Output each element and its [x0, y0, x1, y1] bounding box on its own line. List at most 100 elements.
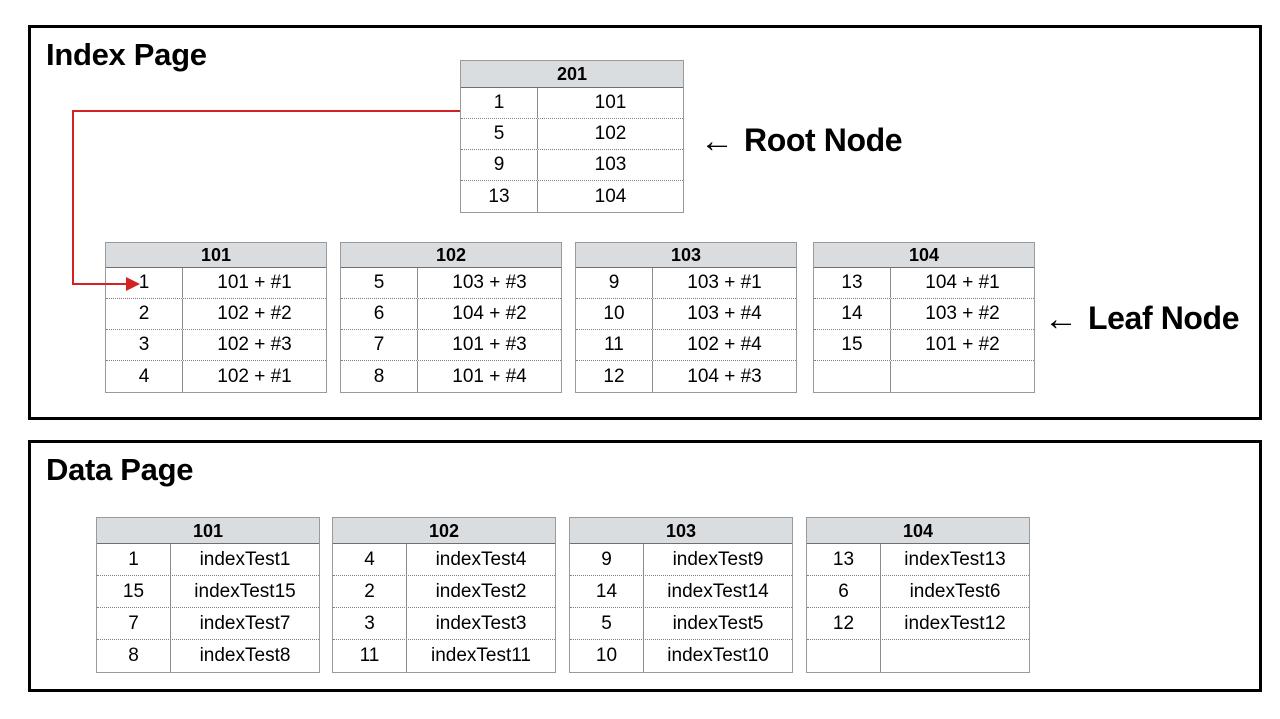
table-row: 9 indexTest9 [570, 544, 792, 576]
row-key: 9 [461, 150, 538, 180]
table-row: 3 indexTest3 [333, 608, 555, 640]
row-key: 13 [461, 181, 538, 212]
row-value [881, 640, 1029, 672]
data-node-body: 13 indexTest13 6 indexTest6 12 indexTest… [807, 544, 1029, 672]
table-row: 5 103 + #3 [341, 268, 561, 299]
row-key: 11 [576, 330, 653, 360]
row-key: 3 [106, 330, 183, 360]
row-key: 4 [106, 361, 183, 392]
row-value: 104 + #3 [687, 365, 762, 387]
table-row: 11 indexTest11 [333, 640, 555, 672]
row-key: 7 [97, 608, 171, 639]
table-row: 1 101 [461, 88, 683, 119]
table-row: 13 104 [461, 181, 683, 212]
index-page-title: Index Page [46, 37, 207, 72]
table-row: 10 103 + #4 [576, 299, 796, 330]
row-key: 13 [807, 544, 881, 575]
row-value: 103 + #2 [925, 303, 1000, 324]
table-row: 7 101 + #3 [341, 330, 561, 361]
row-key: 2 [333, 576, 407, 607]
data-page-title: Data Page [46, 452, 194, 487]
table-row: 6 104 + #2 [341, 299, 561, 330]
row-key: 10 [570, 640, 644, 672]
row-value: 102 + #4 [687, 334, 762, 355]
data-node-body: 9 indexTest9 14 indexTest14 5 indexTest5… [570, 544, 792, 672]
row-key: 14 [814, 299, 891, 329]
root-node-header: 201 [461, 61, 683, 88]
row-key: 10 [576, 299, 653, 329]
data-node-header: 102 [333, 518, 555, 544]
row-key: 5 [570, 608, 644, 639]
row-key: 2 [106, 299, 183, 329]
leaf-node-header: 103 [576, 243, 796, 268]
row-value: indexTest8 [199, 645, 291, 666]
row-value: 102 + #1 [217, 365, 292, 387]
row-value: indexTest15 [194, 580, 296, 602]
row-value: 102 + #2 [217, 303, 292, 324]
table-row: 12 indexTest12 [807, 608, 1029, 640]
row-value: indexTest4 [435, 548, 527, 570]
row-key: 7 [341, 330, 418, 360]
row-value: indexTest1 [199, 548, 291, 570]
row-key: 9 [576, 268, 653, 298]
row-value: indexTest6 [909, 580, 1001, 602]
table-row: 12 104 + #3 [576, 361, 796, 392]
row-key: 14 [570, 576, 644, 607]
row-value: 101 + #3 [452, 334, 527, 355]
row-key: 1 [106, 268, 183, 298]
row-key: 4 [333, 544, 407, 575]
row-value: indexTest10 [667, 645, 769, 666]
data-node-body: 1 indexTest1 15 indexTest15 7 indexTest7… [97, 544, 319, 672]
table-row: 4 indexTest4 [333, 544, 555, 576]
row-value: 101 + #1 [217, 272, 292, 293]
row-key: 11 [333, 640, 407, 672]
row-value: 101 [594, 92, 627, 113]
table-row: 5 102 [461, 119, 683, 150]
data-node-header: 104 [807, 518, 1029, 544]
root-node-table: 201 1 101 5 102 9 103 13 104 [460, 60, 684, 213]
leaf-node-header: 102 [341, 243, 561, 268]
row-key: 6 [807, 576, 881, 607]
row-key: 12 [807, 608, 881, 639]
root-node-callout: ← Root Node [700, 122, 903, 159]
data-node-104-table: 104 13 indexTest13 6 indexTest6 12 index… [806, 517, 1030, 673]
leaf-node-header: 101 [106, 243, 326, 268]
row-value: 104 + #1 [925, 272, 1000, 293]
data-node-101-table: 101 1 indexTest1 15 indexTest15 7 indexT… [96, 517, 320, 673]
table-row: 14 indexTest14 [570, 576, 792, 608]
table-row [807, 640, 1029, 672]
table-row: 10 indexTest10 [570, 640, 792, 672]
row-key: 1 [461, 88, 538, 118]
row-value: 101 + #4 [452, 365, 527, 387]
table-row: 4 102 + #1 [106, 361, 326, 392]
leaf-node-104-table: 104 13 104 + #1 14 103 + #2 15 101 + #2 [813, 242, 1035, 393]
row-key: 8 [97, 640, 171, 672]
row-value: indexTest11 [431, 645, 531, 666]
row-value: indexTest2 [435, 580, 527, 602]
row-key: 5 [461, 119, 538, 149]
leaf-node-103-table: 103 9 103 + #1 10 103 + #4 11 102 + #4 1… [575, 242, 797, 393]
row-value: indexTest3 [435, 612, 527, 634]
leaf-node-102-table: 102 5 103 + #3 6 104 + #2 7 101 + #3 8 1… [340, 242, 562, 393]
data-node-body: 4 indexTest4 2 indexTest2 3 indexTest3 1… [333, 544, 555, 672]
data-node-102-table: 102 4 indexTest4 2 indexTest2 3 indexTes… [332, 517, 556, 673]
row-value: indexTest13 [904, 548, 1006, 570]
row-value: indexTest7 [199, 612, 291, 634]
data-node-103-table: 103 9 indexTest9 14 indexTest14 5 indexT… [569, 517, 793, 673]
row-key: 3 [333, 608, 407, 639]
table-row: 1 indexTest1 [97, 544, 319, 576]
table-row: 1 101 + #1 [106, 268, 326, 299]
row-value: indexTest5 [672, 612, 764, 634]
row-value: 103 + #1 [687, 272, 762, 293]
table-row: 6 indexTest6 [807, 576, 1029, 608]
row-value: 103 + #4 [687, 303, 762, 324]
row-value: indexTest12 [904, 612, 1006, 634]
table-row: 9 103 + #1 [576, 268, 796, 299]
leaf-node-body: 5 103 + #3 6 104 + #2 7 101 + #3 8 101 +… [341, 268, 561, 392]
row-value: 103 [594, 154, 627, 175]
leaf-node-callout-label: Leaf Node [1088, 300, 1240, 336]
row-key [807, 640, 881, 672]
row-key: 1 [97, 544, 171, 575]
table-row: 15 indexTest15 [97, 576, 319, 608]
table-row: 9 103 [461, 150, 683, 181]
